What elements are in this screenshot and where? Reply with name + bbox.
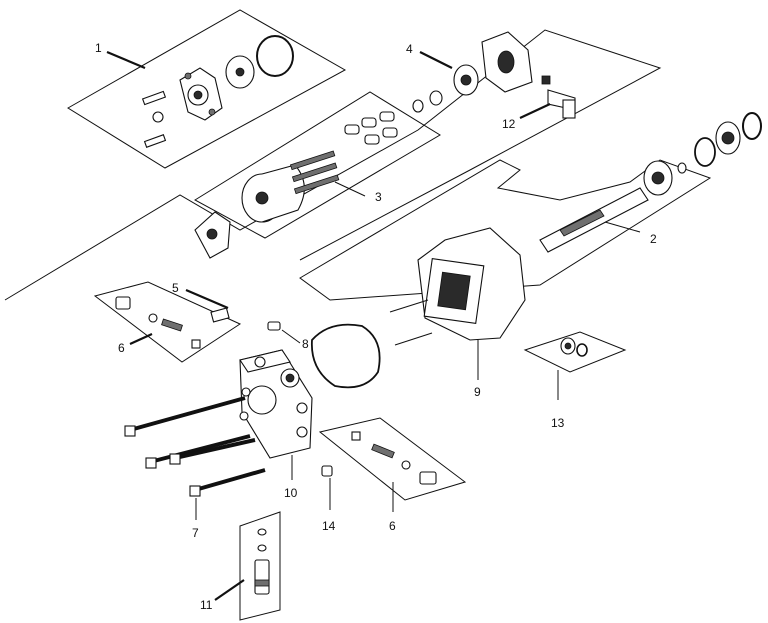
group-frames <box>4 9 712 621</box>
shaft-seal-kit <box>560 337 588 357</box>
callout-13: 13 <box>551 416 565 430</box>
callouts: 1 2 3 4 5 6 6 7 8 9 10 11 12 13 14 <box>95 41 657 612</box>
frame-relief-left <box>93 281 242 363</box>
callout-4: 4 <box>406 42 413 56</box>
drive-shaft-assembly <box>539 112 762 253</box>
mounting-bolts <box>124 396 266 497</box>
callout-8: 8 <box>302 337 309 351</box>
cover-plate-kit <box>141 35 294 148</box>
callout-12: 12 <box>502 117 516 131</box>
callout-2: 2 <box>650 232 657 246</box>
housing-gasket <box>311 323 381 389</box>
callout-3: 3 <box>375 190 382 204</box>
callout-14: 14 <box>322 519 336 533</box>
frame-cover-kit <box>67 9 347 169</box>
frame-rotating-group <box>194 91 441 239</box>
end-cover-assembly <box>412 31 576 119</box>
frame-seal-kit <box>523 331 627 373</box>
callout-6a: 6 <box>118 341 125 355</box>
frame-long-span <box>4 29 662 301</box>
rotating-group <box>194 111 398 259</box>
plug-8 <box>267 321 281 331</box>
leader-lines <box>106 50 641 601</box>
callout-5: 5 <box>172 281 179 295</box>
frame-relief-right <box>318 417 467 501</box>
plug-14 <box>321 465 333 477</box>
frame-charge-valve <box>239 511 281 621</box>
callout-1: 1 <box>95 41 102 55</box>
callout-9: 9 <box>474 385 481 399</box>
relief-valve-left <box>115 296 230 349</box>
callout-11: 11 <box>200 598 213 612</box>
relief-valve-right <box>351 431 437 485</box>
pump-housing <box>389 227 526 346</box>
charge-valve <box>254 528 270 595</box>
callout-10: 10 <box>284 486 298 500</box>
end-block <box>239 349 313 459</box>
callout-6b: 6 <box>389 519 396 533</box>
callout-7: 7 <box>192 526 199 540</box>
